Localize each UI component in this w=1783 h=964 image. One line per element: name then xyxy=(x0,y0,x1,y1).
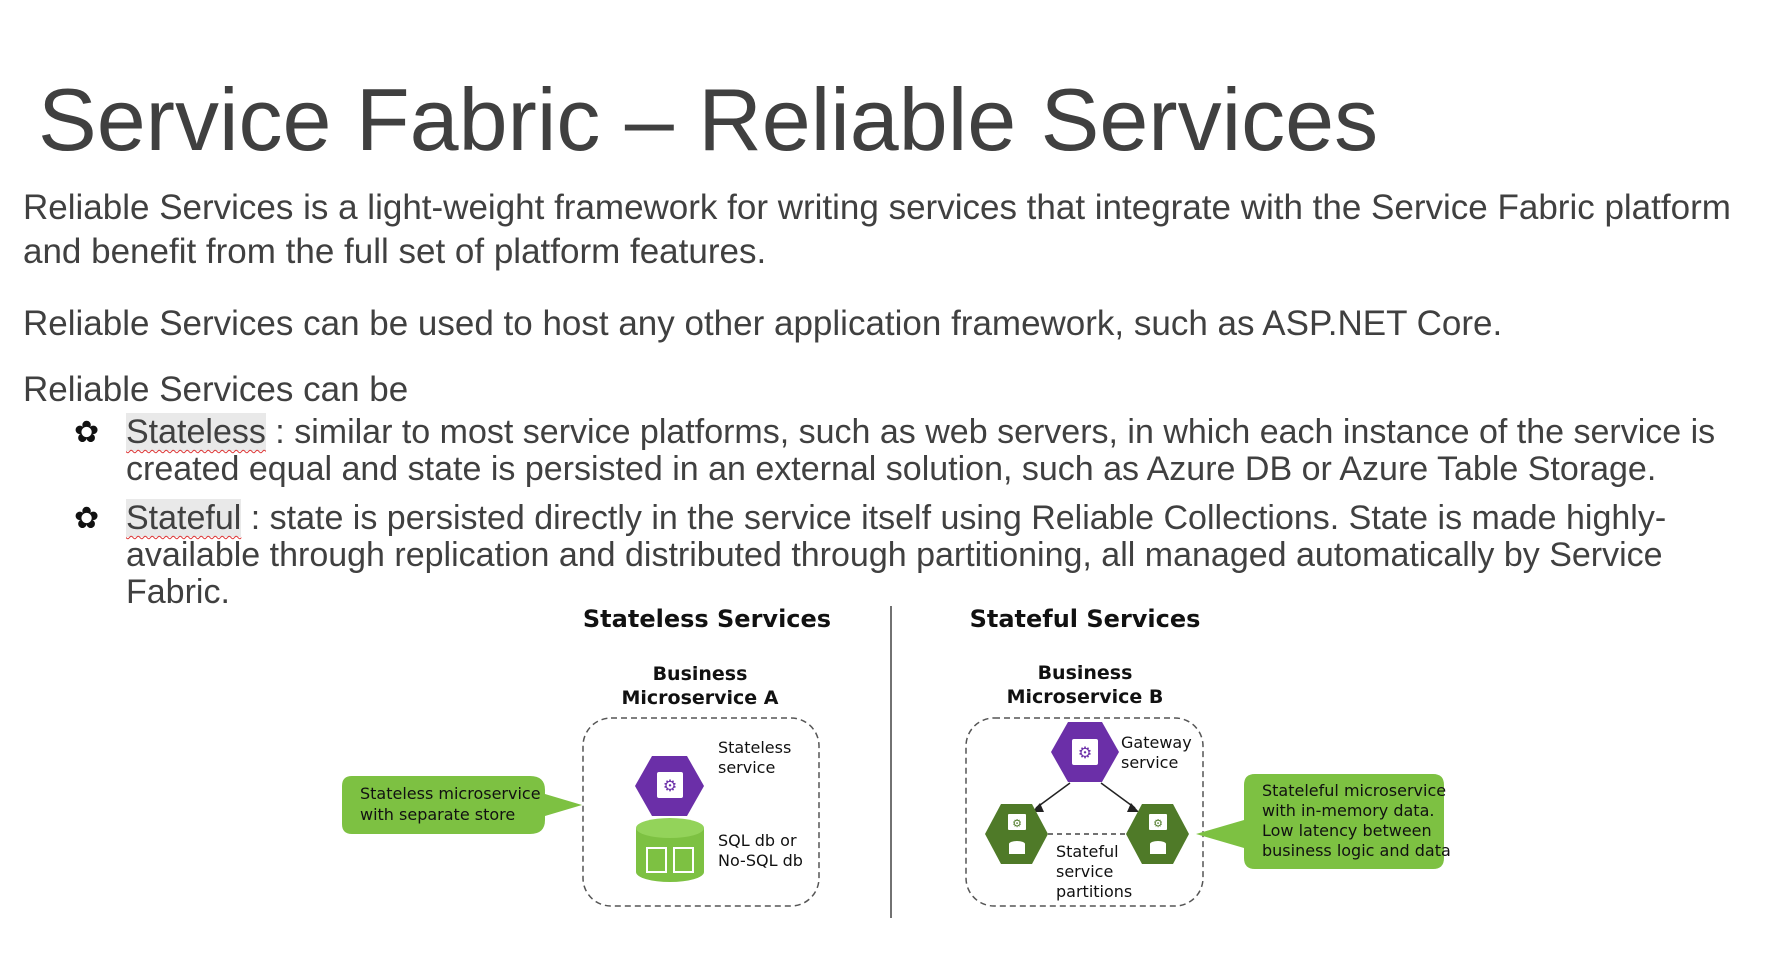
gateway-label-line1: Gateway xyxy=(1121,733,1192,752)
stateless-callout-line1: Stateless microservice xyxy=(360,784,541,803)
stateful-callout xyxy=(1196,774,1444,869)
stateful-heading: Stateful Services xyxy=(970,605,1201,633)
microservice-b-title-line2: Microservice B xyxy=(1007,686,1164,708)
framework-paragraph: Reliable Services can be used to host an… xyxy=(23,304,1503,343)
svg-text:⚙: ⚙ xyxy=(1078,743,1092,762)
stateful-callout-line4: business logic and data xyxy=(1262,841,1451,860)
microservice-a-title-line1: Business xyxy=(653,663,748,685)
gateway-label-line2: service xyxy=(1121,753,1178,772)
microservice-b-title-line1: Business xyxy=(1038,662,1133,684)
term-stateless: Stateless xyxy=(126,413,266,451)
store-label-line1: SQL db or xyxy=(718,831,797,850)
store-label-line2: No-SQL db xyxy=(718,851,803,870)
microservice-a-title-line2: Microservice A xyxy=(621,687,778,709)
svg-text:⚙: ⚙ xyxy=(663,776,677,795)
bullet-stateless: ✿ Stateless : similar to most service pl… xyxy=(74,413,1754,488)
gateway-to-partition-left-arrow xyxy=(1035,782,1071,809)
microservice-b-box xyxy=(965,717,1204,907)
stateful-callout-line3: Low latency between xyxy=(1262,821,1432,840)
term-stateful: Stateful xyxy=(126,499,242,537)
stateless-service-icon: ⚙ xyxy=(635,756,704,816)
stateful-partition-right-icon: ⚙ xyxy=(1126,804,1189,864)
gateway-service-icon: ⚙ xyxy=(1051,722,1119,782)
flower-bullet-icon: ✿ xyxy=(74,502,100,535)
stateful-description: : state is persisted directly in the ser… xyxy=(126,499,1667,611)
intro-paragraph: Reliable Services is a light-weight fram… xyxy=(23,188,1731,271)
stateful-callout-line1: Stateleful microservice xyxy=(1262,781,1446,800)
stateless-callout-line2: with separate store xyxy=(360,805,515,824)
stateless-heading: Stateless Services xyxy=(583,605,831,633)
slide-title: Service Fabric – Reliable Services xyxy=(38,70,1379,169)
partitions-label-line2: service xyxy=(1056,862,1113,881)
gateway-to-partition-right-arrow xyxy=(1100,782,1136,809)
microservice-a-box xyxy=(582,717,820,907)
stateless-callout xyxy=(342,776,582,834)
flower-bullet-icon: ✿ xyxy=(74,416,100,449)
stateful-partition-left-icon: ⚙ xyxy=(985,804,1048,864)
partitions-label-line1: Stateful xyxy=(1056,842,1119,861)
can-be-paragraph: Reliable Services can be xyxy=(23,370,409,409)
stateless-description: : similar to most service platforms, suc… xyxy=(126,413,1716,488)
partitions-label-line3: partitions xyxy=(1056,882,1132,901)
stateless-service-label-line2: service xyxy=(718,758,775,777)
stateful-callout-line2: with in-memory data. xyxy=(1262,801,1434,820)
arrow-head-icon xyxy=(1127,803,1139,812)
bullet-stateful: ✿ Stateful : state is persisted directly… xyxy=(74,499,1754,611)
svg-text:⚙: ⚙ xyxy=(1153,817,1163,830)
database-icon xyxy=(636,818,704,882)
svg-text:⚙: ⚙ xyxy=(1012,817,1022,830)
stateless-service-label-line1: Stateless xyxy=(718,738,791,757)
